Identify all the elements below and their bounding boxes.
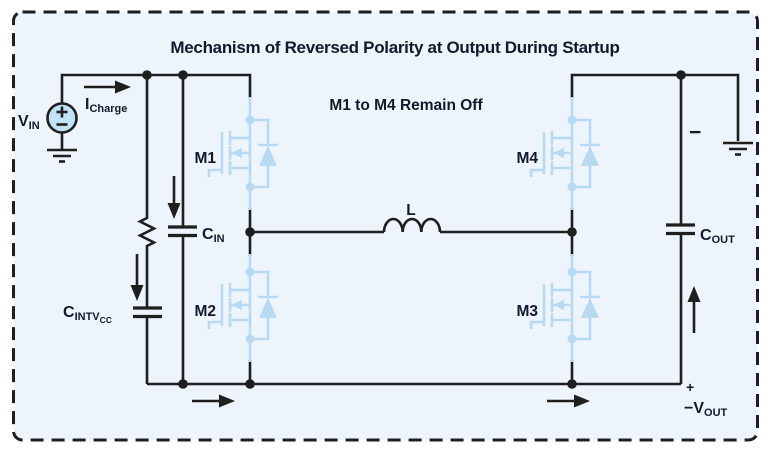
label-m3: M3 [516,303,538,320]
wires [60,73,740,386]
label-m2: M2 [194,303,216,320]
current-arrow-cout [687,286,701,333]
junction-dot [245,227,255,237]
current-arrow-cin [167,176,181,219]
current-arrow-bottom-right [547,394,590,408]
capacitor-cout [666,223,695,236]
wire-top-right-rail [570,73,740,141]
label-inductor: L [406,202,415,219]
junction-dot [567,227,577,237]
junction-dot [676,70,686,80]
junction-dots [142,70,686,389]
diagram-note: M1 to M4 Remain Off [329,97,483,114]
ground-symbol-right [723,141,753,156]
label-cintvcc: CINTVCC [63,304,112,325]
diagram-title: Mechanism of Reversed Polarity at Output… [170,38,619,57]
current-arrow-bottom-left [192,394,235,408]
label-m4: M4 [516,150,538,167]
label-cin: CIN [202,226,225,245]
junction-dot [245,379,255,389]
label-vout: −VOUT [684,400,728,419]
junction-dot [142,70,152,80]
inductor-l [382,217,442,233]
label-cout: COUT [700,227,735,246]
current-arrow-cintvcc [130,254,144,301]
junction-dot [178,70,188,80]
junction-dot [567,379,577,389]
label-output-minus: − [689,121,701,144]
wire-top-left-rail [60,73,252,104]
ground-symbol-left [47,132,77,163]
current-arrow-icharge [84,80,131,94]
capacitor-cintvcc [133,306,162,319]
label-output-plus: + [686,379,694,395]
voltage-source-vin [46,102,78,134]
resistor [137,215,157,249]
label-icharge: ICharge [85,96,127,115]
label-m1: M1 [194,150,216,167]
capacitor-cin [168,225,197,238]
junction-dot [178,379,188,389]
label-vin: VIN [18,113,40,132]
